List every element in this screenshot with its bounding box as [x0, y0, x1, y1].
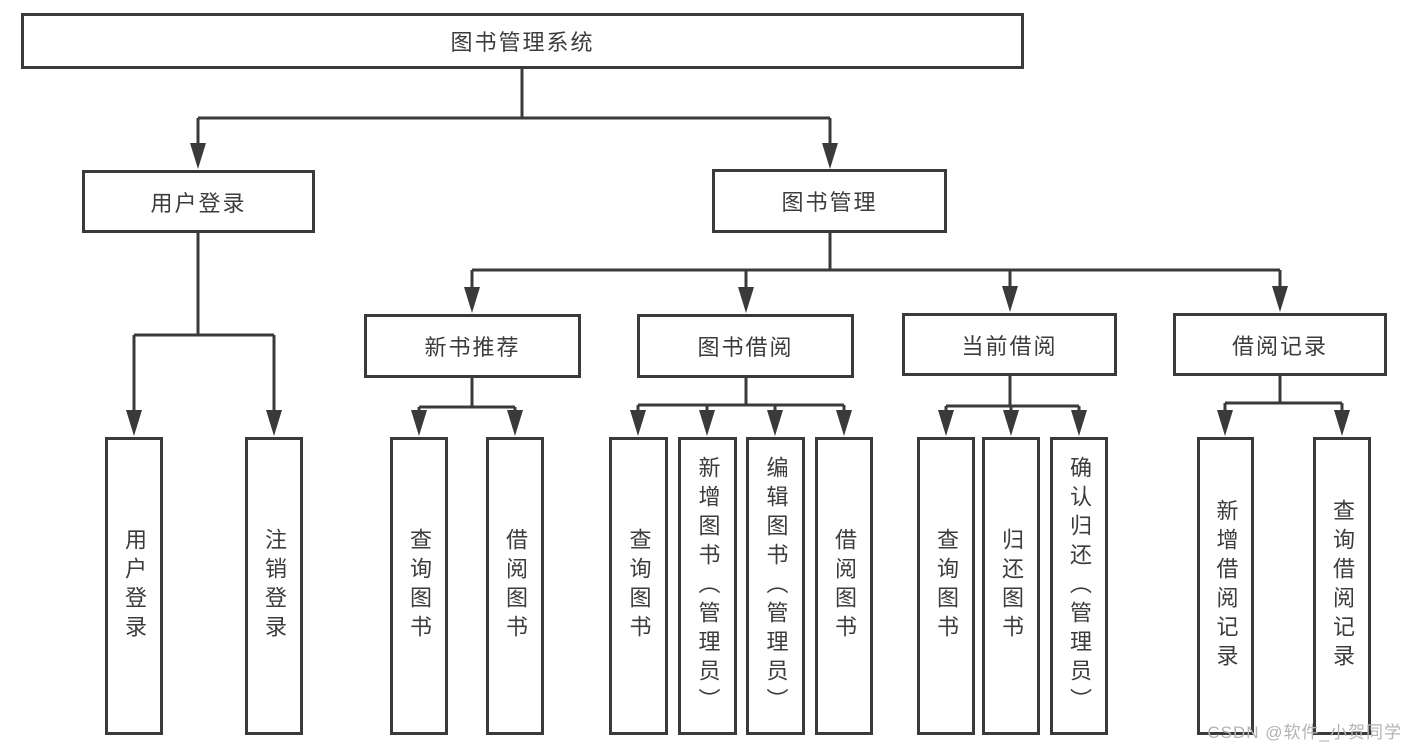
watermark: CSDN @软件_小贺同学 — [1207, 723, 1402, 742]
node-borrowing-records: 借阅记录 — [1173, 313, 1387, 376]
node-book-borrowing-label: 图书借阅 — [697, 335, 794, 360]
node-bb-add-books-label: 新增图书（管理员） — [695, 455, 721, 717]
arrow-icon — [1334, 410, 1350, 436]
arrowheads — [126, 143, 1350, 436]
node-new-book-recommend: 新书推荐 — [364, 314, 581, 378]
node-bb-edit-books-label: 编辑图书（管理员） — [763, 455, 789, 717]
node-bb-borrow-books-label: 借阅图书 — [832, 528, 857, 644]
node-logout: 注销登录 — [245, 437, 303, 735]
arrow-icon — [630, 410, 646, 436]
arrow-icon — [126, 410, 142, 436]
arrow-icon — [507, 410, 523, 436]
arrow-icon — [190, 143, 206, 169]
node-bb-add-books: 新增图书（管理员） — [678, 437, 737, 735]
arrow-icon — [464, 287, 480, 313]
node-cb-confirm-return: 确认归还（管理员） — [1050, 437, 1108, 735]
arrow-icon — [1002, 286, 1018, 312]
node-nb-borrow-books: 借阅图书 — [486, 437, 544, 735]
node-current-borrowing: 当前借阅 — [902, 313, 1117, 376]
node-br-add-record: 新增借阅记录 — [1197, 437, 1254, 735]
node-cb-return-books-label: 归还图书 — [999, 528, 1024, 644]
arrow-icon — [738, 287, 754, 313]
node-current-borrowing-label: 当前借阅 — [961, 333, 1058, 359]
node-library-system-label: 图书管理系统 — [450, 30, 595, 55]
arrow-icon — [1217, 410, 1233, 436]
node-nb-query-books-label: 查询图书 — [407, 528, 432, 644]
node-new-book-recommend-label: 新书推荐 — [424, 335, 521, 360]
arrow-icon — [266, 410, 282, 436]
arrow-icon — [836, 410, 852, 436]
arrow-icon — [411, 410, 427, 436]
node-user-login: 用户登录 — [105, 437, 163, 735]
node-user-login-label: 用户登录 — [122, 528, 147, 644]
node-cb-confirm-return-label: 确认归还（管理员） — [1067, 455, 1092, 717]
node-cb-query-books: 查询图书 — [917, 437, 975, 735]
node-book-management-label: 图书管理 — [781, 190, 878, 215]
node-br-query-record: 查询借阅记录 — [1313, 437, 1371, 735]
node-borrowing-records-label: 借阅记录 — [1231, 333, 1328, 359]
node-bb-query-books-label: 查询图书 — [626, 528, 652, 644]
node-br-add-record-label: 新增借阅记录 — [1213, 499, 1239, 673]
node-bb-query-books: 查询图书 — [609, 437, 668, 735]
arrow-icon — [767, 410, 783, 436]
node-book-management: 图书管理 — [712, 169, 947, 233]
node-nb-query-books: 查询图书 — [390, 437, 448, 735]
node-library-system: 图书管理系统 — [21, 13, 1024, 69]
node-bb-borrow-books: 借阅图书 — [815, 437, 873, 735]
node-cb-query-books-label: 查询图书 — [934, 528, 959, 644]
arrow-icon — [699, 410, 715, 436]
node-bb-edit-books: 编辑图书（管理员） — [746, 437, 805, 735]
arrow-icon — [938, 410, 954, 436]
node-br-query-record-label: 查询借阅记录 — [1330, 499, 1355, 673]
arrow-icon — [1272, 286, 1288, 312]
node-user-login-group-label: 用户登录 — [150, 190, 247, 216]
node-logout-label: 注销登录 — [262, 528, 287, 644]
arrow-icon — [822, 143, 838, 169]
arrow-icon — [1003, 410, 1019, 436]
node-cb-return-books: 归还图书 — [982, 437, 1040, 735]
node-nb-borrow-books-label: 借阅图书 — [503, 528, 528, 644]
node-book-borrowing: 图书借阅 — [637, 314, 854, 378]
node-user-login-group: 用户登录 — [82, 170, 315, 233]
arrow-icon — [1071, 410, 1087, 436]
connector-path — [132, 69, 1344, 414]
